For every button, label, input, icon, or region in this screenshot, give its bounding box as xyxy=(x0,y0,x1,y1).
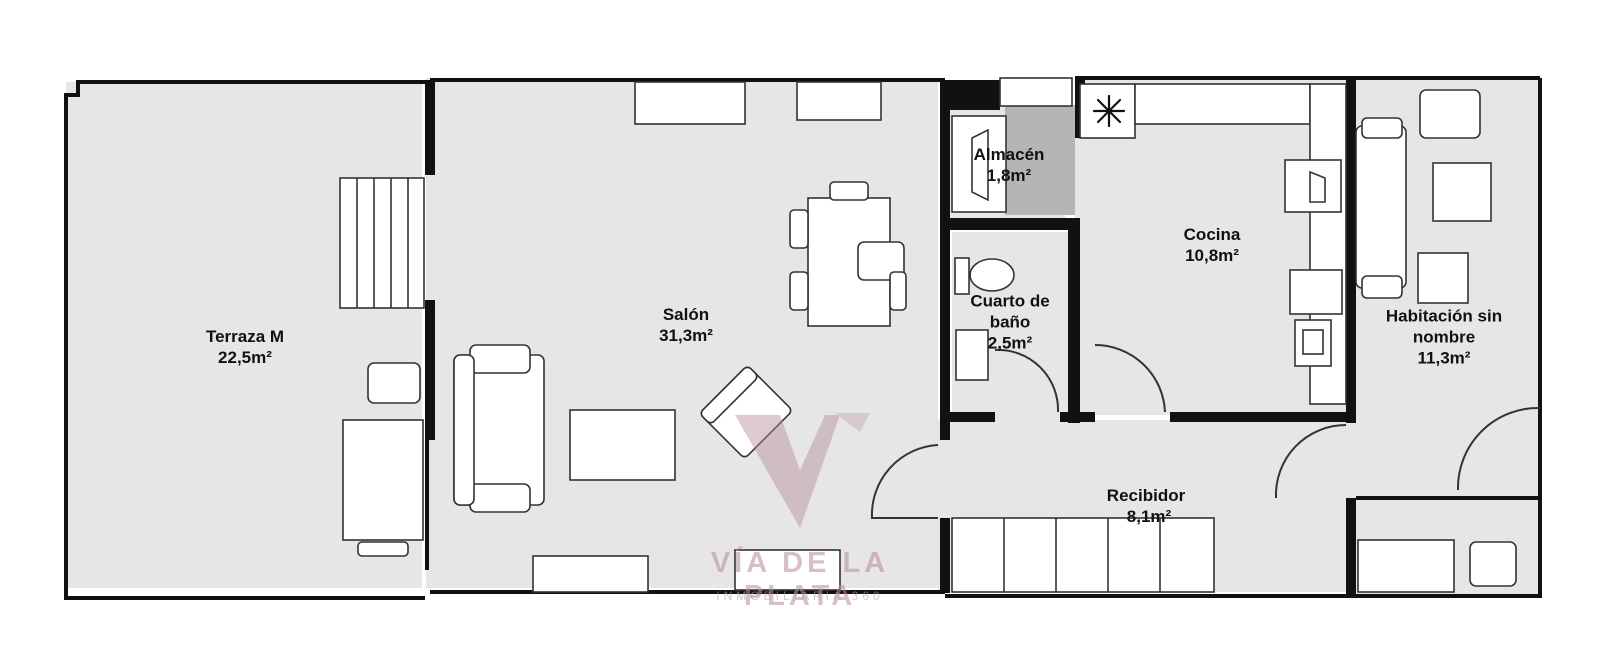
recibidor-wardrobe xyxy=(951,517,1215,593)
almacen-area: 1,8m² xyxy=(986,166,1032,185)
terraza-table xyxy=(342,419,424,541)
salon-left-wall-mid xyxy=(425,300,435,440)
storage-shade xyxy=(1005,105,1075,215)
terraza-stairs xyxy=(339,177,425,309)
furniture xyxy=(339,77,1517,593)
dining-chair-left-2 xyxy=(789,271,809,311)
core-wall-top xyxy=(940,80,1000,110)
cocina-label: Cocina 10,8m² xyxy=(1184,224,1241,266)
bano-wall-bottom-right xyxy=(1060,412,1095,422)
bano-toilet xyxy=(969,258,1015,292)
kitchen-counter-top xyxy=(1134,83,1311,125)
walls xyxy=(64,76,1542,600)
bano-door-swing xyxy=(994,348,1060,413)
salon-cabinet-1 xyxy=(634,81,746,125)
bano-toilet-tank xyxy=(954,257,970,295)
dining-chair-right-1 xyxy=(857,241,905,281)
recibidor-label: Recibidor 8,1m² xyxy=(1107,485,1185,527)
cocina-name: Cocina xyxy=(1183,225,1241,244)
watermark-logo xyxy=(735,413,870,528)
almacen-wall-bottom xyxy=(950,218,1080,230)
salon-name: Salón xyxy=(662,305,710,324)
habitacion-side-table-1 xyxy=(1432,162,1492,222)
cocina-area: 10,8m² xyxy=(1185,246,1239,265)
bano-wall-right xyxy=(1068,218,1080,423)
bano-area: 2,5m² xyxy=(987,333,1033,353)
terraza-outline xyxy=(64,80,430,600)
bano-label: Cuarto de baño 2,5m² xyxy=(970,291,1049,354)
habitacion-armchair xyxy=(1419,89,1481,139)
kitchen-sink-shape xyxy=(1309,170,1326,203)
dining-chair-top xyxy=(829,181,869,201)
recibidor-area: 8,1m² xyxy=(1126,507,1172,526)
terraza-name: Terraza M xyxy=(205,327,285,346)
kitchen-counter-lower xyxy=(1289,269,1343,315)
salon-cabinet-2 xyxy=(796,81,882,121)
closet-door-swing xyxy=(1456,406,1541,491)
bano-sink xyxy=(955,329,989,381)
kitchen-hob xyxy=(1284,159,1342,213)
armchair-back xyxy=(700,366,758,424)
microwave-window xyxy=(1302,329,1324,355)
habitacion-sofa-arm-bottom xyxy=(1361,275,1403,299)
almacen-name: Almacén xyxy=(973,145,1045,164)
recibidor-wall-left xyxy=(940,518,950,593)
recibidor-name: Recibidor xyxy=(1106,486,1186,505)
salon-sofa-back xyxy=(453,354,475,506)
salon-sideboard xyxy=(734,549,841,591)
salon-label: Salón 31,3m² xyxy=(659,304,713,346)
salon-left-wall-top xyxy=(425,80,435,175)
habitacion-name-line1: Habitación sin xyxy=(1385,306,1503,326)
habitacion-side-table-2 xyxy=(1417,252,1469,304)
salon-coffee-table xyxy=(569,409,676,481)
snowflake-icon xyxy=(1092,94,1126,128)
salon-tv-unit xyxy=(532,555,649,593)
salon-armchair xyxy=(700,366,792,458)
habitacion-sofa xyxy=(1355,125,1407,289)
doors xyxy=(870,343,1541,519)
terraza-chair-top xyxy=(367,362,421,404)
core-cabinet xyxy=(999,77,1073,107)
kitchen-wall-bottom xyxy=(1170,412,1356,422)
dining-chair-left-1 xyxy=(789,209,809,249)
terraza-area: 22,5m² xyxy=(218,348,272,367)
watermark-subtitle: INMOBILIARIA 360 xyxy=(716,589,884,603)
salon-sofa-arm-top xyxy=(469,344,531,374)
salon-sofa-arm-bottom xyxy=(469,483,531,513)
habitacion-label: Habitación sin nombre 11,3m² xyxy=(1386,306,1502,369)
habitacion-door-swing xyxy=(1274,423,1347,499)
bano-wall-bottom-left xyxy=(950,412,995,422)
salon-door-swing xyxy=(870,444,939,519)
habitacion-sofa-arm-top xyxy=(1361,117,1403,139)
salon-left-wall-bottom xyxy=(425,440,429,570)
habitacion-name-line2: nombre xyxy=(1412,327,1476,347)
watermark-title: VÍA DE LA PLATA xyxy=(710,547,890,612)
almacen-label: Almacén 1,8m² xyxy=(974,144,1045,186)
habitacion-desk-chair xyxy=(1469,541,1517,587)
bano-name-line2: baño xyxy=(989,312,1031,332)
water-heater xyxy=(971,128,989,202)
cocina-door-swing xyxy=(1094,343,1166,413)
habitacion-desk xyxy=(1357,539,1455,593)
core-wall-left xyxy=(940,80,950,440)
bano-floor xyxy=(952,232,1068,422)
habitacion-area: 11,3m² xyxy=(1417,348,1471,368)
habitacion-wall-left-bottom xyxy=(1346,498,1356,596)
bano-name-line1: Cuarto de xyxy=(970,291,1050,311)
terraza-chair-bottom xyxy=(357,541,409,557)
kitchen-microwave xyxy=(1294,319,1332,367)
habitacion-wall-left-top xyxy=(1346,78,1356,423)
terraza-label: Terraza M 22,5m² xyxy=(206,326,284,368)
dining-chair-right-2 xyxy=(889,271,907,311)
salon-area: 31,3m² xyxy=(659,326,713,345)
